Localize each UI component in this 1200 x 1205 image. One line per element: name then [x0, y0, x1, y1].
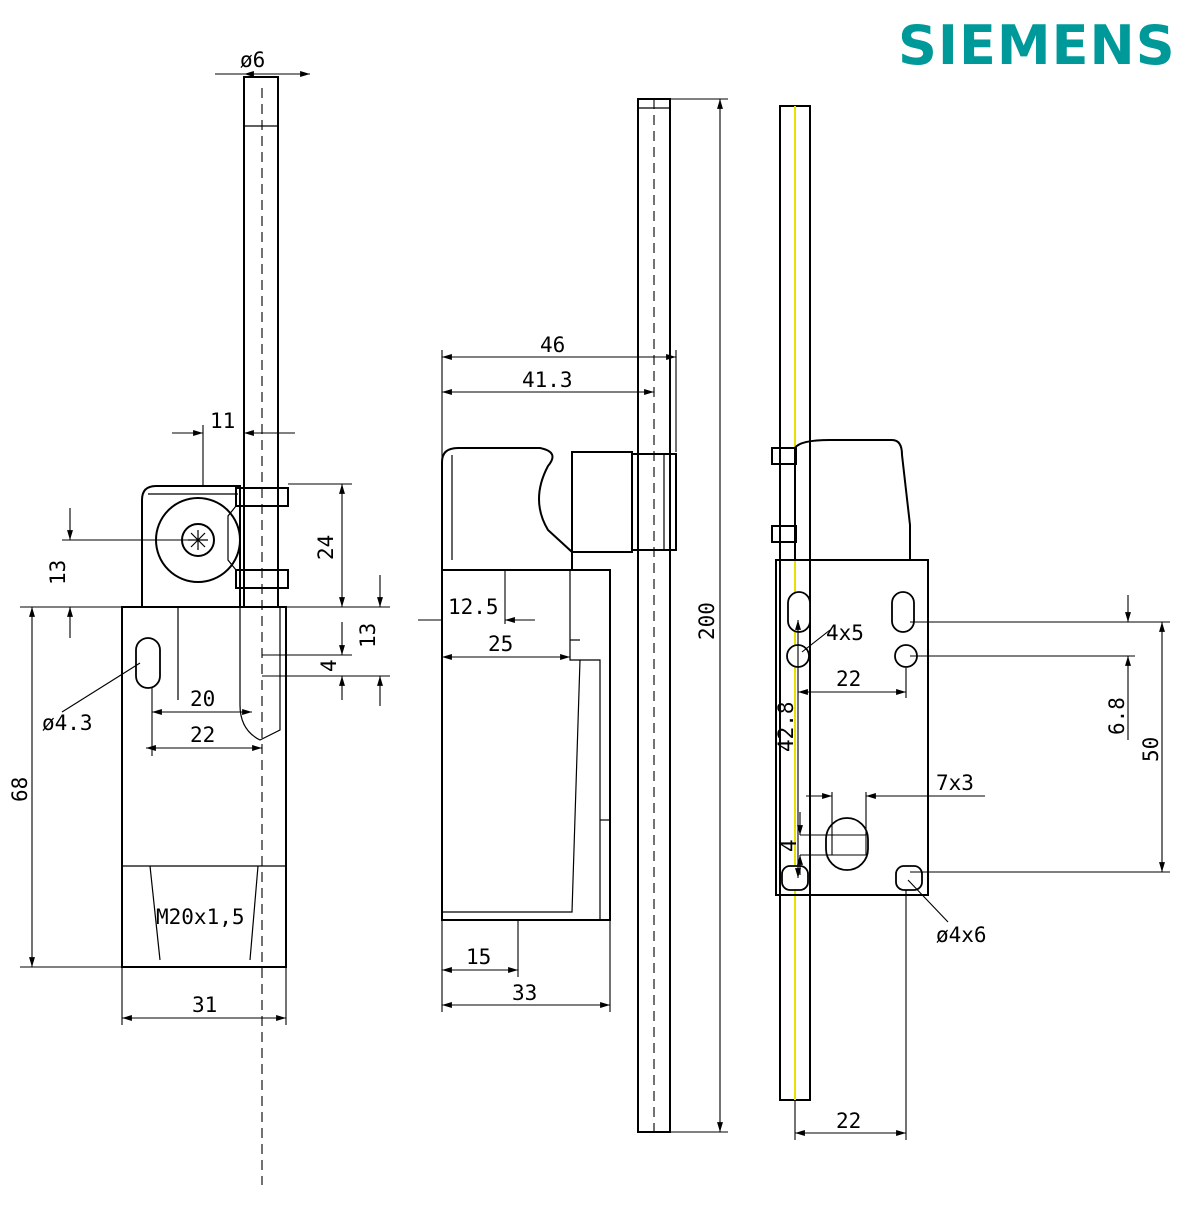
siemens-logo: SIEMENS [898, 14, 1176, 77]
dim-20: 20 [190, 687, 215, 711]
dim-11: 11 [210, 409, 235, 433]
dim-hole-diameter: ø4.3 [42, 711, 93, 735]
front-view: ø6 11 24 13 13 4 [8, 48, 390, 1185]
dim-7x3: 7x3 [936, 771, 974, 795]
side-head [441, 447, 573, 570]
dim-4: 4 [317, 659, 341, 672]
dim-rear-hole: ø4x6 [936, 923, 987, 947]
dim-13-left: 13 [46, 560, 70, 585]
actuator-head [141, 485, 241, 607]
dim-22-rear-bottom: 22 [836, 1109, 861, 1133]
rear-slot-right [891, 591, 915, 633]
mounting-slot [135, 637, 161, 689]
dim-200: 200 [695, 602, 719, 640]
dim-25: 25 [488, 632, 513, 656]
dim-22: 22 [190, 723, 215, 747]
dim-42-8: 42.8 [774, 701, 798, 752]
dim-24: 24 [314, 535, 338, 560]
rear-square-hole-left [781, 865, 809, 891]
side-body [441, 569, 611, 921]
switch-body [121, 606, 287, 968]
dim-12-5: 12.5 [448, 595, 499, 619]
actuator-rod [243, 76, 279, 608]
dim-13-right: 13 [356, 623, 380, 648]
dim-4x5: 4x5 [826, 621, 864, 645]
dim-22-rear-top: 22 [836, 667, 861, 691]
dim-15: 15 [466, 945, 491, 969]
side-clamp [631, 453, 677, 551]
thread-label: M20x1,5 [156, 905, 245, 929]
rear-oval-slot [825, 817, 869, 871]
dim-33: 33 [512, 981, 537, 1005]
rear-square-hole-right [895, 865, 923, 891]
rear-head [794, 439, 911, 560]
side-pivot-block [571, 451, 633, 553]
dim-4-rear: 4 [777, 839, 801, 852]
rear-view: 4x5 22 42.8 6.8 50 7x3 [771, 105, 1170, 1140]
dim-rod-diameter: ø6 [240, 48, 265, 72]
rear-body-plate [775, 559, 929, 896]
dim-46: 46 [540, 333, 565, 357]
dim-41-3: 41.3 [522, 368, 573, 392]
dim-6-8: 6.8 [1105, 697, 1129, 735]
rod-clamp-bottom [235, 569, 289, 589]
side-view: 46 41.3 12.5 25 200 15 33 [418, 98, 728, 1133]
rear-slot-left [787, 591, 811, 633]
rod-clamp-top [235, 487, 289, 507]
dim-50: 50 [1139, 737, 1163, 762]
dim-31: 31 [192, 993, 217, 1017]
dim-68: 68 [8, 777, 32, 802]
